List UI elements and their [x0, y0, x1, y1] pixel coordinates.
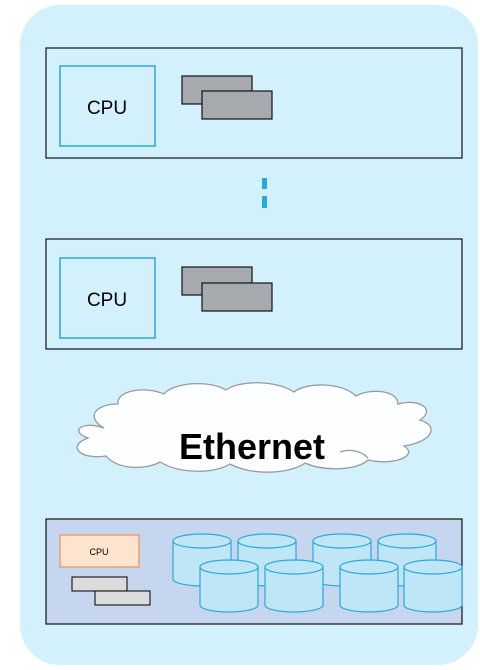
disk-array [172, 533, 463, 613]
cpu-box [59, 65, 156, 147]
memory-module-front [201, 90, 273, 120]
compute-node: CPU [45, 47, 463, 159]
memory-module-front [201, 282, 273, 312]
cpu-label: CPU [87, 290, 127, 311]
cluster-background [20, 5, 478, 665]
storage-cpu-box [59, 534, 140, 568]
cpu-label: CPU [87, 98, 127, 119]
more-nodes-ellipsis [262, 178, 267, 208]
storage-cpu-label: CPU [89, 547, 108, 557]
disk-icon [403, 559, 463, 613]
disk-icon [199, 559, 259, 613]
compute-node: CPU [45, 238, 463, 350]
memory-module-front [94, 590, 151, 606]
ethernet-label: Ethernet [179, 426, 325, 467]
storage-node: CPU [45, 518, 463, 625]
ethernet-cloud: Ethernet [76, 382, 432, 473]
cloud-outline [76, 382, 432, 473]
disk-icon [264, 559, 324, 613]
node-frame [45, 47, 463, 159]
node-frame [45, 238, 463, 350]
cpu-box [59, 257, 156, 339]
memory-module-back [71, 576, 128, 592]
disk-icon [339, 559, 399, 613]
